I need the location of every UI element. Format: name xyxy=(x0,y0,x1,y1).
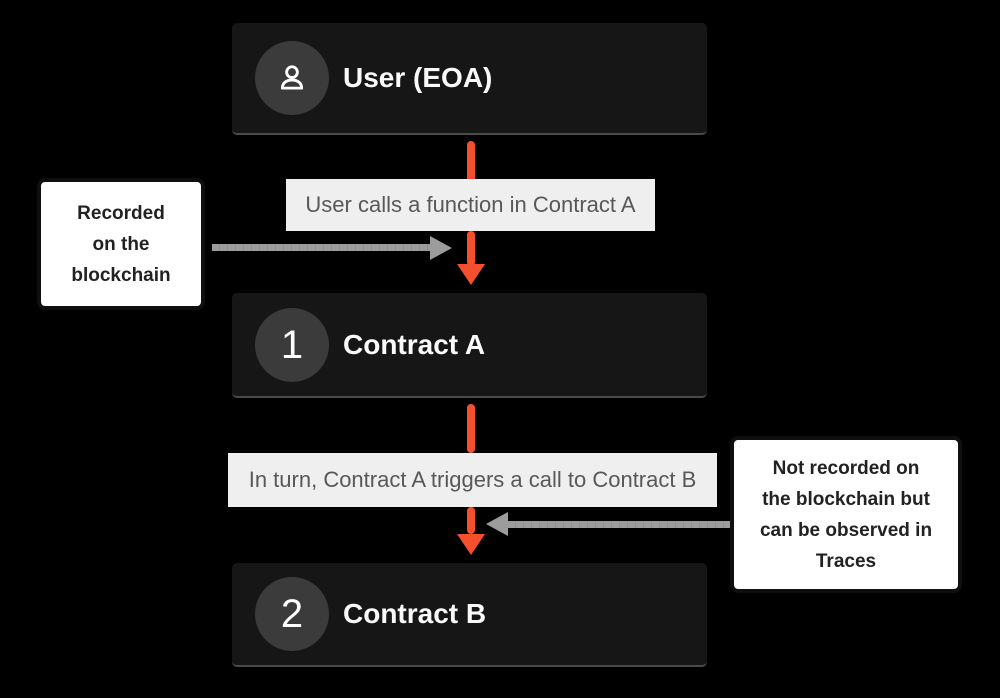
node-title-user: User (EOA) xyxy=(343,62,493,93)
contract-b-number-badge: 2 xyxy=(255,577,329,651)
callout-left-text: Recorded on the blockchain xyxy=(71,202,171,286)
edge-label-call-1: User calls a function in Contract A xyxy=(286,179,655,231)
user-avatar-badge xyxy=(255,41,329,115)
flow-arrow-1-arrowhead-icon xyxy=(457,264,485,285)
user-icon xyxy=(280,65,304,90)
pointer-arrow-right-line xyxy=(508,521,730,528)
flow-arrow-1-segment-bottom xyxy=(467,231,475,266)
callout-recorded-on-blockchain: Recorded on the blockchain xyxy=(37,178,205,310)
flow-arrow-2-segment-bottom xyxy=(467,507,475,534)
node-user-eoa: User (EOA) xyxy=(232,23,707,135)
edge-label-call-2: In turn, Contract A triggers a call to C… xyxy=(228,453,717,507)
pointer-arrow-left-arrowhead-icon xyxy=(486,512,508,536)
pointer-arrow-right-arrowhead-icon xyxy=(430,236,452,260)
contract-a-number-badge: 1 xyxy=(255,307,329,382)
callout-not-recorded-traces: Not recorded on the blockchain but can b… xyxy=(730,436,962,593)
node-title-contract-a: Contract A xyxy=(343,328,486,360)
flow-arrow-1-segment-top xyxy=(467,141,475,183)
node-contract-a: 1 Contract A xyxy=(232,293,707,398)
contract-b-badge-number: 2 xyxy=(280,592,304,636)
pointer-arrow-left-line xyxy=(212,244,430,251)
node-title-contract-b: Contract B xyxy=(343,598,487,629)
callout-right-text: Not recorded on the blockchain but can b… xyxy=(759,457,933,572)
flow-arrow-2-arrowhead-icon xyxy=(457,534,485,555)
flow-arrow-2-segment-top xyxy=(467,404,475,453)
contract-a-badge-number: 1 xyxy=(280,322,304,367)
node-contract-b: 2 Contract B xyxy=(232,563,707,667)
